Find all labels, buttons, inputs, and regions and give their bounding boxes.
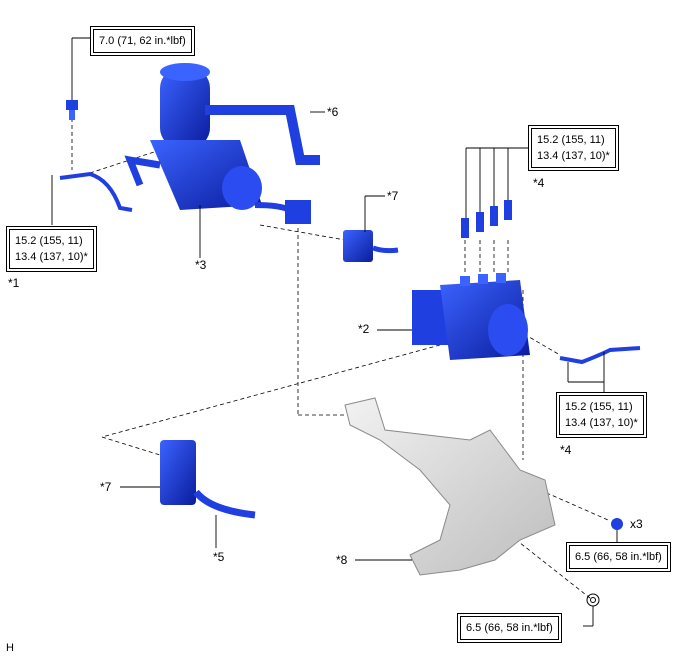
leader-lines xyxy=(51,37,618,627)
callout-1: *1 xyxy=(8,276,20,290)
torque-spec-bracket-bolt: 6.5 (66, 58 in.*lbf) xyxy=(566,542,671,572)
callout-3: *3 xyxy=(195,258,207,272)
callout-4-lower: *4 xyxy=(560,443,572,457)
corner-code: H xyxy=(6,642,14,654)
torque-text: 6.5 (66, 58 in.*lbf) xyxy=(569,545,668,569)
brake-line-right xyxy=(559,346,641,365)
connector-upper xyxy=(343,230,399,262)
nut-icon xyxy=(586,593,600,607)
callout-6: *6 xyxy=(327,105,339,119)
torque-spec-lower-right: 15.2 (155, 11) 13.4 (137, 10)* xyxy=(556,392,647,438)
brake-actuator xyxy=(412,273,530,360)
quantity-label: x3 xyxy=(630,517,643,531)
torque-text: 15.2 (155, 11) xyxy=(537,134,605,146)
callout-4-upper: *4 xyxy=(533,176,545,190)
torque-text: 13.4 (137, 10)* xyxy=(565,417,638,429)
brake-line-left xyxy=(59,171,133,212)
torque-text: 13.4 (137, 10)* xyxy=(537,150,610,162)
actuator-bracket xyxy=(344,397,556,576)
brake-booster-pump-assembly xyxy=(124,63,320,224)
torque-text: 15.2 (155, 11) xyxy=(565,401,633,413)
torque-spec-left-line: 15.2 (155, 11) 13.4 (137, 10)* xyxy=(6,226,97,272)
torque-text: 7.0 (71, 62 in.*lbf) xyxy=(93,29,192,53)
callout-7-lower: *7 xyxy=(100,480,112,494)
top-bolt-icon xyxy=(66,100,78,120)
torque-spec-bottom-nut: 6.5 (66, 58 in.*lbf) xyxy=(457,613,562,643)
torque-spec-top-bolt: 7.0 (71, 62 in.*lbf) xyxy=(90,26,195,56)
union-bolts-upper xyxy=(461,200,512,238)
callout-2: *2 xyxy=(358,322,370,336)
torque-spec-upper-right: 15.2 (155, 11) 13.4 (137, 10)* xyxy=(528,125,619,171)
callout-7-upper: *7 xyxy=(387,189,399,203)
torque-text: 15.2 (155, 11) xyxy=(15,235,83,247)
torque-text: 6.5 (66, 58 in.*lbf) xyxy=(460,616,559,640)
callout-5: *5 xyxy=(213,550,225,564)
callout-8: *8 xyxy=(336,553,348,567)
dashed-guides xyxy=(71,118,609,599)
torque-text: 13.4 (137, 10)* xyxy=(15,251,88,263)
connector-lower xyxy=(160,440,256,519)
bracket-bolt-icon xyxy=(611,518,623,530)
